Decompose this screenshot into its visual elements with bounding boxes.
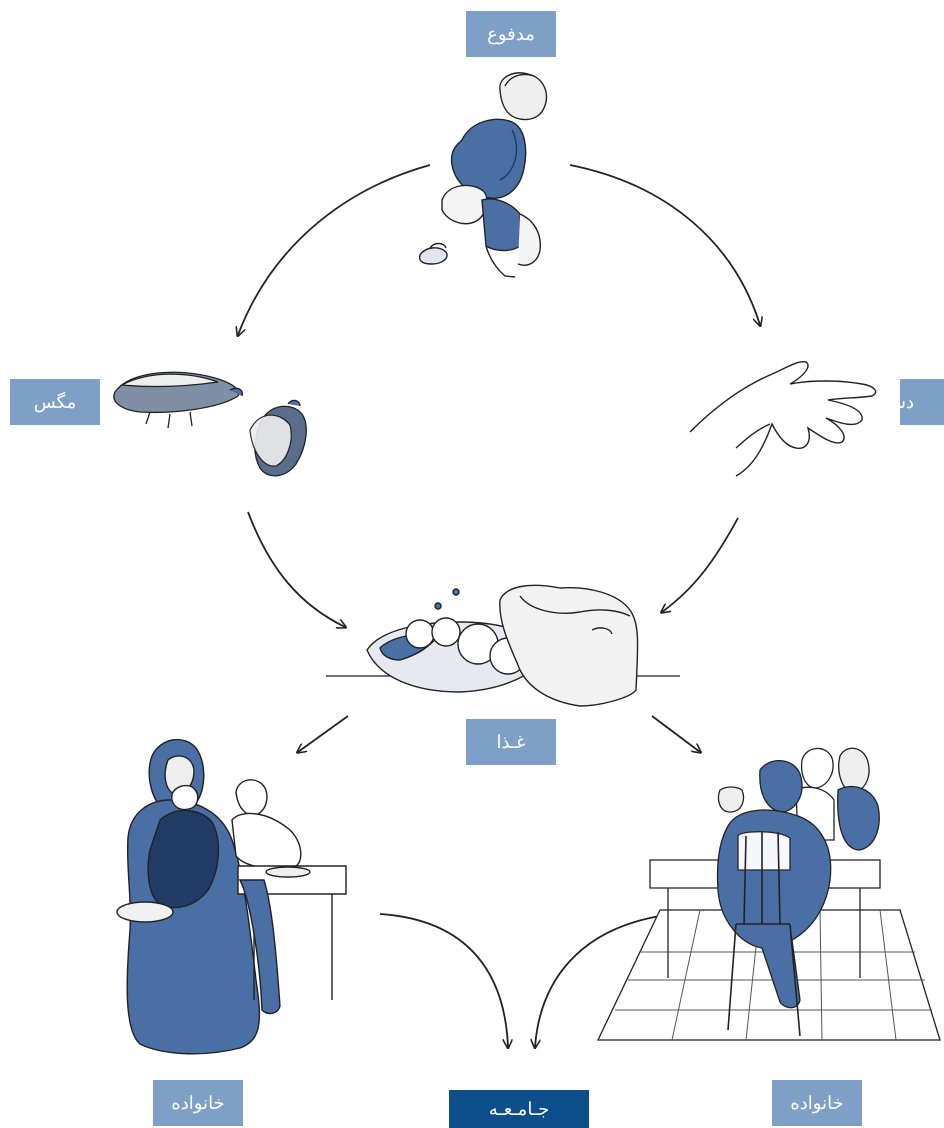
label-feces: مدفوع — [466, 11, 556, 57]
arrow-family-right-to-community — [535, 915, 661, 1047]
label-flies-text: مگس — [33, 391, 77, 413]
arrow-food-to-family-left — [298, 715, 349, 752]
label-hands: دستان — [900, 379, 944, 425]
label-family-right: خانواده — [772, 1080, 862, 1126]
arrow-feces-to-hands — [569, 164, 760, 325]
flies-illustration — [113, 371, 307, 477]
label-hands-text: دستان — [900, 391, 914, 413]
mother-with-children-illustration — [116, 738, 347, 1055]
child-defecating-illustration — [418, 72, 548, 278]
arrow-family-left-to-community — [379, 913, 508, 1047]
label-family-left: خانواده — [153, 1080, 243, 1126]
family-at-table-illustration — [596, 747, 941, 1041]
label-community-text: جـامـعـه — [488, 1098, 550, 1120]
label-food-text: غـذا — [496, 731, 526, 753]
hand-illustration — [689, 361, 877, 477]
label-feces-text: مدفوع — [487, 23, 535, 45]
label-family-right-text: خانواده — [790, 1092, 844, 1114]
label-community: جـامـعـه — [449, 1090, 589, 1128]
arrow-flies-to-food — [247, 511, 345, 627]
arrow-feces-to-flies — [238, 164, 431, 335]
food-illustration — [326, 584, 680, 707]
arrow-hands-to-food — [662, 517, 739, 612]
label-family-left-text: خانواده — [171, 1092, 225, 1114]
label-flies: مگس — [10, 379, 100, 425]
label-food: غـذا — [466, 719, 556, 765]
arrow-food-to-family-right — [651, 715, 700, 752]
arrows — [238, 164, 760, 1047]
